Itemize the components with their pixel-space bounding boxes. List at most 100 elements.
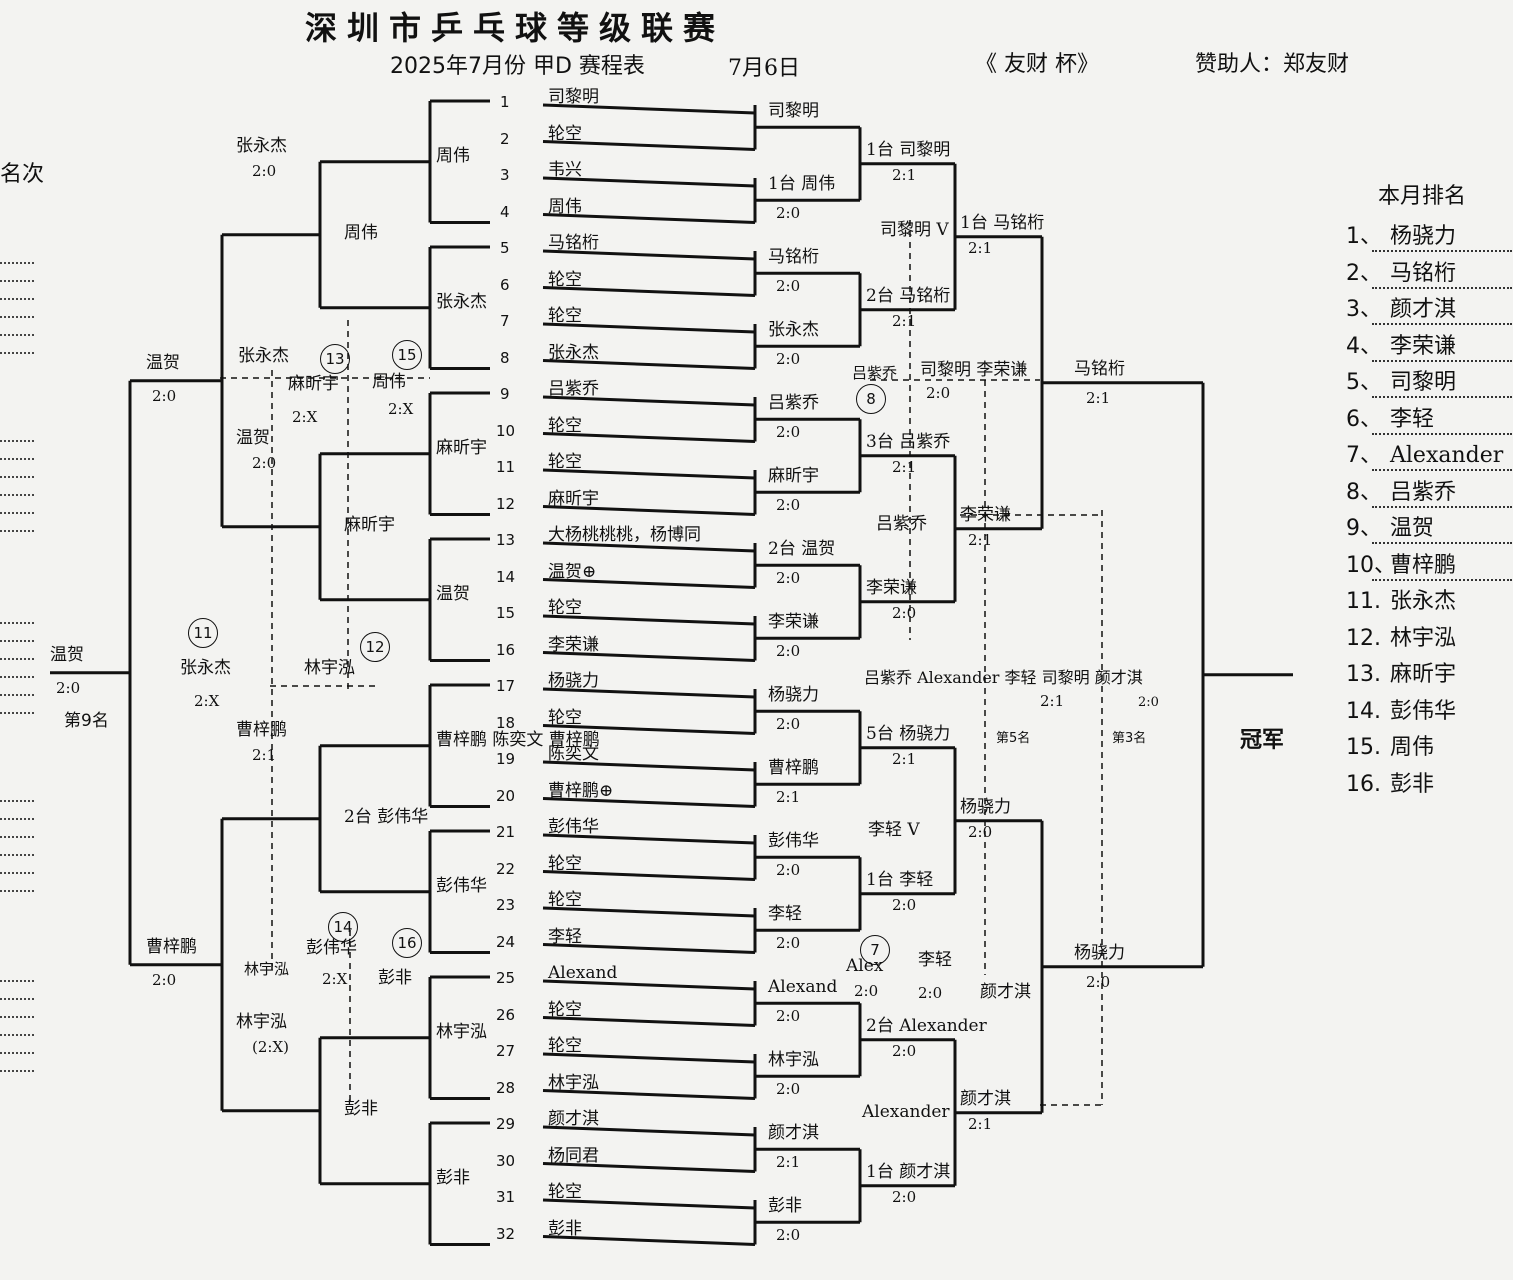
entry-name: 轮空 [548, 306, 582, 326]
note-sima-li: 司黎明 李荣谦 [920, 360, 1028, 380]
r2-winner: 3台 吕紫乔 [866, 431, 951, 452]
circle-8-badge: 8 [856, 384, 886, 414]
rank-number: 6、 [1346, 406, 1382, 432]
rank-dotted-line [1372, 323, 1512, 325]
rank-number: 14. [1346, 698, 1381, 724]
slot-number: 19 [496, 750, 516, 768]
r1-score: 2:0 [776, 861, 801, 880]
rank-number: 1、 [1346, 224, 1382, 249]
r3-winner: 李荣谦 [960, 504, 1011, 525]
l1-name: 周伟 [436, 145, 470, 166]
r1-score: 2:0 [776, 934, 801, 953]
schedule-date: 7月6日 [728, 56, 800, 81]
entry-name: 韦兴 [548, 160, 582, 180]
label-3rd: 第3名 [1112, 731, 1147, 746]
slot-number: 3 [500, 166, 510, 184]
r2-winner: 5台 杨骁力 [866, 723, 951, 744]
rank-number: 15. [1346, 735, 1381, 760]
circle-7-badge: 7 [860, 935, 890, 965]
left-dotted-line [0, 800, 34, 802]
entry-name: 轮空 [548, 1036, 582, 1056]
slot-number: 6 [500, 275, 510, 294]
r1-winner: 司黎明 [768, 101, 819, 122]
left-dotted-line [0, 440, 34, 442]
left-dotted-line [0, 530, 34, 532]
l1-name: 彭非 [436, 1167, 470, 1188]
note-alex: Alex [846, 956, 884, 976]
r3-winner: 杨骁力 [960, 796, 1011, 817]
ninth-place-label: 第9名 [64, 710, 109, 731]
slot-number: 13 [496, 531, 516, 549]
slot-number: 23 [496, 896, 516, 914]
entry-name: 轮空 [548, 269, 582, 290]
note-peng-14: 彭伟华 [306, 938, 357, 958]
rank-dotted-line [1372, 396, 1512, 398]
entry-name: 轮空 [548, 853, 582, 874]
r4-score: 2:1 [1086, 388, 1111, 407]
left-dotted-line [0, 694, 34, 696]
entry-name: 吕紫乔 [548, 379, 599, 399]
r2-score: 2:1 [892, 457, 917, 476]
rank-dotted-line [1372, 250, 1512, 252]
r2-winner: 2台 Alexander [866, 1015, 987, 1036]
r1-winner: 张永杰 [768, 320, 819, 341]
r1-score: 2:0 [776, 715, 801, 734]
circled-7: 7 [860, 935, 890, 965]
note-peng-16: 彭非 [378, 968, 412, 988]
note-yan-b: 颜才淇 [980, 982, 1031, 1002]
left-dotted-line [0, 854, 34, 856]
r1-score: 2:0 [776, 496, 801, 515]
slot-number: 12 [496, 494, 516, 513]
r3-score: 2:1 [968, 1114, 993, 1133]
r3-winner: 1台 马铭桁 [960, 212, 1045, 233]
entry-line [542, 395, 756, 407]
r1-winner: 彭非 [768, 1196, 802, 1217]
note-score-3rd: 2:0 [1138, 695, 1159, 710]
r2-score: 2:1 [892, 165, 917, 184]
l2-name-b: 周伟 [344, 222, 378, 243]
entry-line [542, 687, 756, 699]
entry-line [542, 286, 756, 297]
slot-number: 8 [500, 348, 510, 367]
note-5th-3rd-row: 吕紫乔 Alexander 李轻 司黎明 颜才淇 [864, 668, 1143, 687]
rank-name: 曹梓鹏 [1390, 552, 1457, 578]
slot-number: 30 [496, 1151, 516, 1170]
left-dotted-line [0, 676, 34, 678]
note-li-b: 李轻 [918, 950, 952, 970]
rank-number: 5、 [1346, 370, 1382, 395]
rank-name: 彭非 [1390, 771, 1435, 797]
rank-number: 10、 [1346, 552, 1396, 578]
rank-name: 彭伟华 [1390, 698, 1457, 724]
note-alex-score: 2:0 [854, 982, 879, 1000]
entry-line [542, 322, 756, 334]
note-alex-b: Alexander [862, 1102, 950, 1122]
left-dotted-line [0, 512, 34, 514]
slot-number: 9 [500, 385, 510, 403]
entry-name: 林宇泓 [548, 1072, 599, 1093]
r1-score: 2:1 [776, 1153, 801, 1172]
slot-number: 4 [500, 202, 510, 221]
note-lv-b: 吕紫乔 [876, 514, 927, 534]
entry-name: 轮空 [548, 707, 582, 728]
slot-number: 2 [500, 129, 510, 148]
entry-line [542, 943, 756, 954]
r2-score: 2:0 [892, 603, 917, 622]
left-dotted-line [0, 872, 34, 874]
l2-score: 2:0 [252, 453, 277, 472]
r2-winner: 1台 李轻 [866, 869, 934, 890]
left-dotted-line [0, 476, 34, 478]
l1-name: 张永杰 [436, 291, 487, 312]
r2-winner: 1台 司黎明 [866, 139, 951, 160]
entry-name: 周伟 [548, 196, 582, 217]
rank-dotted-line [1372, 286, 1512, 289]
entry-line [542, 724, 756, 735]
rank-number: 7、 [1346, 443, 1382, 468]
rank-name: 杨骁力 [1390, 224, 1457, 249]
note-zhang-13: 张永杰 [238, 346, 289, 366]
slot-number: 18 [496, 713, 516, 732]
slot-number: 27 [496, 1042, 516, 1060]
left-dotted-line [0, 640, 34, 642]
slot-number: 25 [496, 969, 516, 987]
entry-name: 轮空 [548, 598, 582, 618]
